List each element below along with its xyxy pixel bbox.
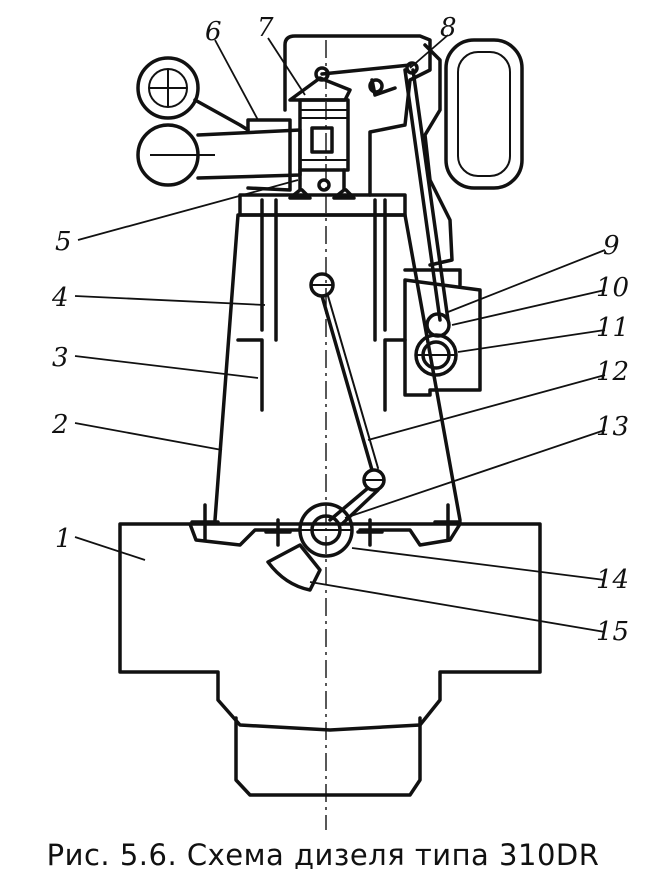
figure-caption: Рис. 5.6. Схема дизеля типа 310DR xyxy=(46,838,600,872)
pushrod xyxy=(403,68,450,322)
side-cooler xyxy=(444,38,524,190)
label-9: 9 xyxy=(603,231,620,261)
label-2: 2 xyxy=(51,410,69,440)
connecting-rod xyxy=(320,294,374,472)
frame-studs xyxy=(190,503,462,547)
crankcase-frame xyxy=(118,522,542,732)
counterweight xyxy=(266,543,322,592)
inlet-passage xyxy=(246,118,292,192)
label-8: 8 xyxy=(440,13,457,43)
label-15: 15 xyxy=(596,617,629,647)
oil-sump xyxy=(234,716,422,797)
cover-right xyxy=(423,43,454,267)
cylinder-block-right xyxy=(383,338,407,412)
label-12: 12 xyxy=(596,357,629,387)
label-1: 1 xyxy=(55,524,72,554)
cylinder-liner xyxy=(260,198,387,342)
leader-lines xyxy=(74,34,606,633)
label-3: 3 xyxy=(52,343,69,373)
label-7: 7 xyxy=(257,13,274,43)
manifold-pipe xyxy=(193,98,250,132)
label-6: 6 xyxy=(205,17,222,47)
valve-cover xyxy=(283,34,432,197)
valve-right xyxy=(332,168,356,200)
manifold-upper xyxy=(136,56,200,120)
label-10: 10 xyxy=(596,273,629,303)
label-11: 11 xyxy=(596,313,629,343)
cylinder-head xyxy=(238,193,407,217)
column-frame xyxy=(213,213,462,522)
valve-left xyxy=(288,168,312,200)
camshaft-housing xyxy=(403,278,482,397)
bed-inner xyxy=(188,522,462,547)
label-5: 5 xyxy=(55,227,72,257)
cylinder-block-left xyxy=(236,338,264,412)
label-4: 4 xyxy=(51,283,69,313)
label-14: 14 xyxy=(596,565,629,595)
valve-spring-box xyxy=(298,98,350,172)
label-13: 13 xyxy=(596,412,629,442)
